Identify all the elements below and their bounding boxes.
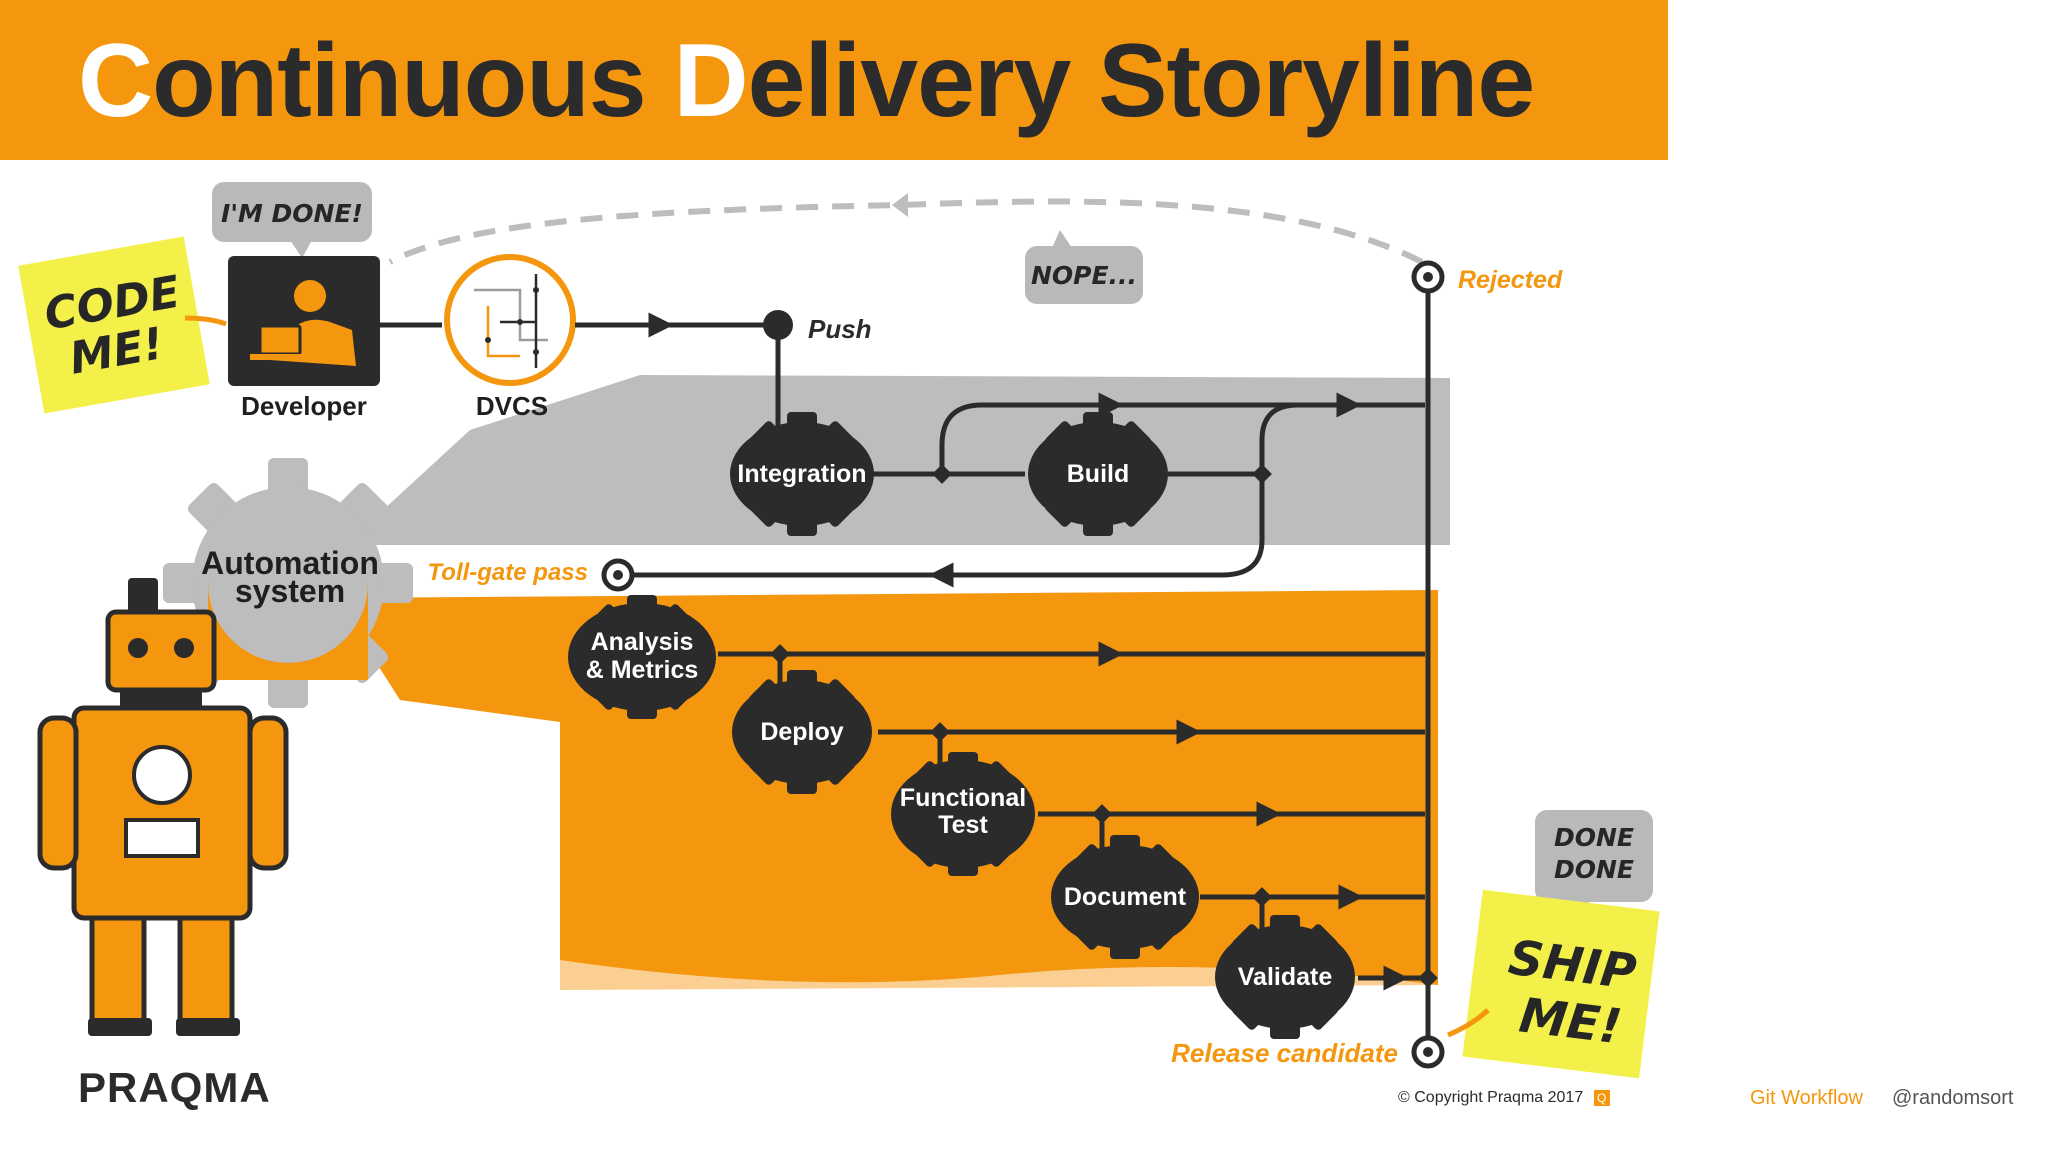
developer-node: Developer bbox=[228, 256, 380, 421]
automation-label-2: system bbox=[235, 573, 345, 609]
push-node bbox=[763, 310, 793, 340]
im-done-text: I'M DONE! bbox=[221, 199, 363, 228]
developer-label: Developer bbox=[241, 391, 367, 421]
praqma-logo: PRAQMA bbox=[78, 1064, 271, 1111]
analysis-label-1: Analysis bbox=[591, 628, 694, 656]
dvcs-circle bbox=[444, 254, 576, 386]
ship-me-line-2: ME! bbox=[1516, 987, 1625, 1055]
functional-test-gear: Functional Test bbox=[891, 752, 1035, 876]
copyright-line: © Copyright Praqma 2017 Q bbox=[1398, 1089, 1610, 1107]
deploy-label: Deploy bbox=[760, 718, 843, 746]
release-candidate-node bbox=[1411, 1035, 1445, 1069]
footer-handle: @randomsort bbox=[1892, 1087, 2014, 1109]
footer-topic: Git Workflow bbox=[1750, 1087, 1863, 1109]
im-done-bubble: I'M DONE! bbox=[212, 182, 372, 258]
analysis-metrics-gear: Analysis & Metrics bbox=[568, 595, 716, 719]
functional-test-label-2: Test bbox=[938, 811, 988, 839]
automation-label-1: Automation bbox=[201, 545, 379, 581]
validate-label: Validate bbox=[1238, 963, 1333, 991]
title-part-1: ontinuous bbox=[152, 23, 674, 139]
push-label: Push bbox=[808, 314, 872, 344]
title-letter-d: D bbox=[673, 23, 749, 139]
developer-laptop-icon bbox=[250, 280, 356, 366]
junction-diamonds bbox=[770, 464, 1438, 988]
deploy-gear: Deploy bbox=[732, 670, 872, 794]
build-stage-band bbox=[345, 375, 1450, 545]
done-done-line-2: DONE bbox=[1554, 855, 1634, 884]
robot-illustration bbox=[37, 578, 289, 1036]
validate-gear: Validate bbox=[1215, 915, 1355, 1039]
document-label: Document bbox=[1064, 883, 1187, 911]
copyright-text: © Copyright Praqma 2017 bbox=[1398, 1089, 1584, 1106]
code-me-sticky: CODE ME! bbox=[18, 236, 210, 414]
done-done-bubble: DONE DONE bbox=[1535, 810, 1653, 922]
release-candidate-label: Release candidate bbox=[1171, 1038, 1398, 1068]
rejected-label: Rejected bbox=[1458, 266, 1563, 294]
automation-system-gear: Automation system bbox=[163, 458, 413, 708]
functional-test-label-1: Functional bbox=[900, 784, 1026, 812]
analysis-label-2: & Metrics bbox=[586, 656, 699, 684]
build-gear: Build bbox=[1028, 412, 1168, 536]
document-gear: Document bbox=[1051, 835, 1199, 959]
nope-text: NOPE... bbox=[1031, 261, 1137, 290]
integration-label: Integration bbox=[737, 460, 866, 488]
dvcs-node: DVCS bbox=[444, 254, 576, 421]
branch-graph-icon bbox=[474, 274, 548, 368]
developer-box bbox=[228, 256, 380, 386]
return-arc-arrowhead bbox=[892, 193, 908, 217]
dvcs-label: DVCS bbox=[476, 391, 548, 421]
title-letter-c: C bbox=[78, 23, 153, 139]
ship-me-sticky: SHIP ME! bbox=[1462, 889, 1660, 1079]
rejected-return-arc bbox=[388, 198, 1424, 265]
toll-gate-label: Toll-gate pass bbox=[428, 559, 588, 586]
title-banner bbox=[0, 0, 1668, 160]
code-me-arrow bbox=[184, 315, 227, 327]
ship-me-arrow bbox=[1447, 1008, 1490, 1038]
toll-gate-node bbox=[601, 558, 635, 592]
nope-bubble: NOPE... bbox=[1025, 230, 1143, 304]
page-title: Continuous Delivery Storyline bbox=[78, 22, 1536, 142]
rejected-node bbox=[1411, 260, 1445, 294]
integration-gear: Integration bbox=[730, 412, 874, 536]
praqma-q-icon: Q bbox=[1593, 1089, 1610, 1106]
build-label: Build bbox=[1067, 460, 1130, 488]
title-part-2: elivery Storyline bbox=[747, 23, 1536, 139]
done-done-line-1: DONE bbox=[1554, 823, 1634, 852]
